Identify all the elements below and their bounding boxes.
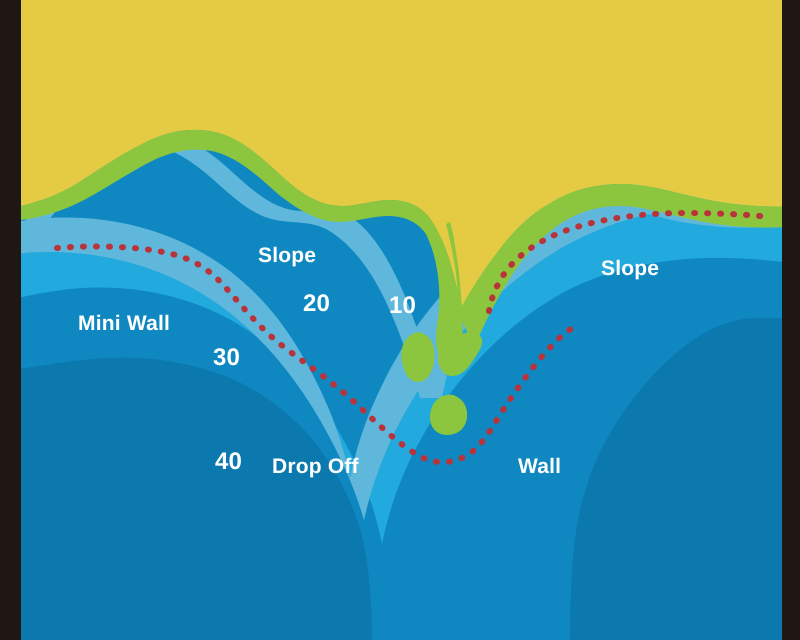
coral-head-right — [438, 332, 483, 376]
depth-band-20 — [0, 206, 800, 544]
vegetation-canyon-spur — [446, 222, 463, 359]
vegetation-canyon-spur-wide — [416, 218, 459, 359]
feature-label-wall: Wall — [518, 455, 562, 478]
feature-label-slope-left: Slope — [258, 244, 317, 267]
feature-label-drop-off: Drop Off — [272, 455, 359, 478]
depth-label-40: 40 — [215, 448, 243, 475]
frame-border-right — [782, 0, 800, 640]
dive-route-left — [54, 243, 579, 466]
feature-label-slope-right: Slope — [601, 257, 660, 280]
dive-route-right — [486, 209, 773, 314]
coral-head-left — [401, 332, 435, 382]
depth-label-20: 20 — [303, 290, 331, 317]
depth-label-30: 30 — [213, 344, 241, 371]
depth-band-deepest-left — [0, 357, 372, 640]
frame-border-left — [0, 0, 21, 640]
depth-band-30 — [0, 257, 800, 590]
depth-label-10: 10 — [389, 292, 417, 319]
depth-band-deepest-right — [570, 318, 800, 640]
coral-head-bottom — [430, 394, 468, 435]
feature-label-mini-wall: Mini Wall — [78, 312, 171, 335]
land-mass — [0, 0, 800, 306]
